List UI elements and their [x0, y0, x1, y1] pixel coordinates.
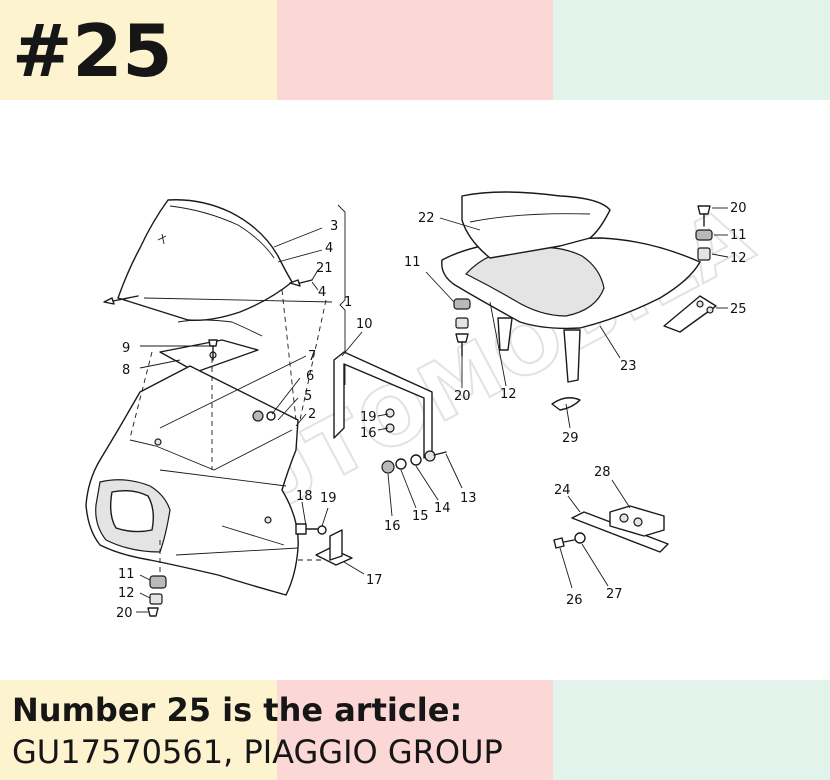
callout-19-b: 19 — [360, 410, 377, 425]
callout-19: 19 — [320, 491, 337, 506]
callout-12-b: 12 — [500, 387, 517, 402]
callout-13: 13 — [460, 491, 477, 506]
callout-23: 23 — [620, 359, 637, 374]
header-band-yellow — [0, 0, 277, 100]
callout-11-b: 11 — [404, 255, 421, 270]
callout-16-b: 16 — [384, 519, 401, 534]
callout-21: 21 — [316, 261, 333, 276]
callout-26: 26 — [566, 593, 583, 608]
assembly-line — [129, 351, 153, 439]
leader-lines — [136, 207, 729, 613]
callout-labels: 3 4 21 4 1 9 8 7 6 5 2 10 18 19 17 11 12… — [116, 201, 747, 621]
lower-fastener-stack — [147, 575, 167, 617]
clip-29-part — [551, 397, 581, 411]
callout-7: 7 — [308, 349, 316, 364]
callout-1: 1 — [344, 295, 352, 310]
caption-band-yellow — [0, 680, 277, 780]
callout-2: 2 — [308, 407, 316, 422]
caption-band-mint — [553, 680, 830, 780]
assembly-line — [281, 289, 297, 421]
callout-8: 8 — [122, 363, 130, 378]
callout-14: 14 — [434, 501, 451, 516]
callout-4-b: 4 — [318, 285, 326, 300]
windscreen-part — [117, 199, 293, 322]
callout-25: 25 — [730, 302, 747, 317]
header-band — [0, 0, 830, 100]
assembly-line — [299, 299, 327, 421]
callout-17: 17 — [366, 573, 383, 588]
callout-6: 6 — [306, 369, 314, 384]
callout-5: 5 — [304, 389, 312, 404]
parts-diagram: AUTOMOBILA — [85, 187, 769, 621]
callout-20-c: 20 — [730, 201, 747, 216]
caption-band — [0, 680, 830, 780]
bolt-26-27-part — [553, 532, 586, 549]
callout-28: 28 — [594, 465, 611, 480]
plate-24-part — [571, 505, 669, 553]
header-band-mint — [553, 0, 830, 100]
callout-12-c: 12 — [730, 251, 747, 266]
header-band-pink — [276, 0, 554, 100]
screw-part — [103, 279, 313, 422]
support-frame-part — [333, 351, 433, 459]
centre-fastener-stack — [453, 298, 471, 357]
callout-29: 29 — [562, 431, 579, 446]
page-number: #25 — [12, 9, 173, 93]
rear-tray-part — [441, 191, 701, 383]
callout-4: 4 — [325, 241, 333, 256]
callout-22: 22 — [418, 211, 435, 226]
callout-18: 18 — [296, 489, 313, 504]
bracket-25-part — [663, 295, 717, 333]
callout-3: 3 — [330, 219, 338, 234]
callout-20: 20 — [116, 606, 133, 621]
callout-11: 11 — [118, 567, 135, 582]
callout-24: 24 — [554, 483, 571, 498]
hardware-13-16 — [381, 450, 447, 474]
callout-12: 12 — [118, 586, 135, 601]
callout-10: 10 — [356, 317, 373, 332]
caption-article: GU17570561, PIAGGIO GROUP — [12, 733, 503, 771]
bracket-17-part — [295, 523, 353, 566]
group-bracket — [337, 204, 346, 385]
callout-9: 9 — [122, 341, 130, 356]
callout-16: 16 — [360, 426, 377, 441]
callout-27: 27 — [606, 587, 623, 602]
callout-15: 15 — [412, 509, 429, 524]
callout-11-c: 11 — [730, 228, 747, 243]
right-fastener-stack — [695, 205, 713, 261]
caption-band-pink — [276, 680, 554, 780]
caption-title: Number 25 is the article: — [12, 691, 463, 729]
callout-20-b: 20 — [454, 389, 471, 404]
fairing-body-part — [85, 365, 299, 596]
